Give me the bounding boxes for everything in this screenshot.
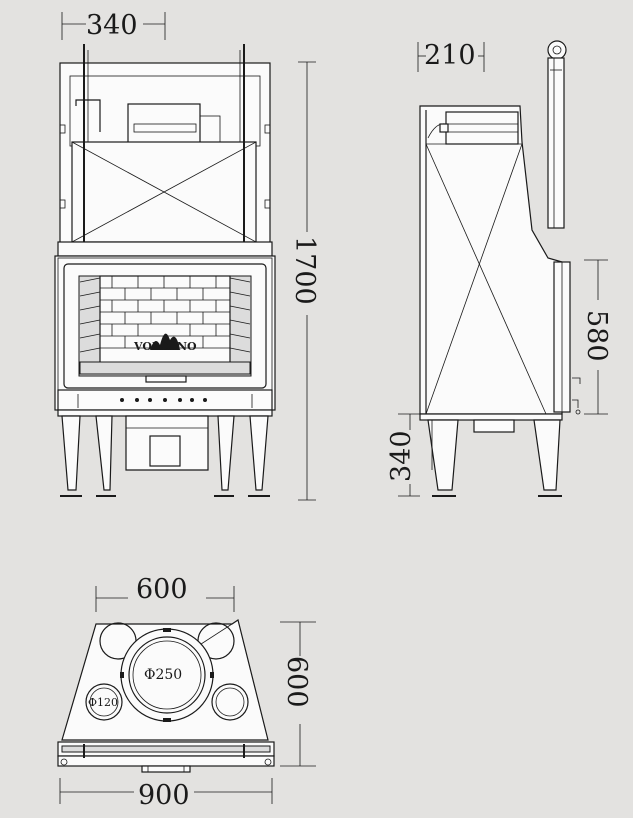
brick-wall: [79, 275, 251, 367]
front-view: 340: [54, 10, 320, 501]
side-depth-dimension: 210: [417, 40, 485, 72]
flame-icon: [150, 333, 180, 350]
top-outer-width-label: 900: [138, 780, 190, 811]
flue-small-icon: [85, 683, 123, 721]
front-height-dimension: 1700: [289, 61, 320, 501]
top-depth-dimension: 600: [280, 621, 316, 767]
side-leg-dimension: 340: [386, 413, 420, 497]
side-view: 210: [386, 40, 612, 497]
top-depth-label: 600: [281, 656, 312, 708]
flue-box: [127, 103, 201, 147]
control-knobs: [120, 398, 207, 402]
side-door-dimension: 580: [581, 259, 612, 415]
top-outer-width-dimension: 900: [59, 778, 273, 811]
side-door-label: 580: [581, 310, 612, 362]
side-leg-label: 340: [386, 430, 417, 482]
side-depth-label: 210: [424, 40, 476, 71]
front-width-label: 340: [86, 10, 138, 41]
top-view: 600 Φ250 Φ120: [57, 574, 316, 811]
leg-right: [249, 415, 269, 491]
leg-left: [61, 415, 81, 491]
side-body: [419, 105, 563, 415]
flue-large-label: Φ250: [144, 667, 182, 683]
top-inner-width-label: 600: [136, 574, 188, 605]
top-inner-width-dimension: 600: [95, 574, 235, 612]
logo-text: VOLCANO: [133, 340, 197, 353]
flue-small-label: Φ120: [88, 696, 118, 709]
front-height-label: 1700: [289, 236, 320, 305]
front-width-dimension: 340: [61, 10, 166, 41]
hook-icon: [547, 40, 567, 60]
